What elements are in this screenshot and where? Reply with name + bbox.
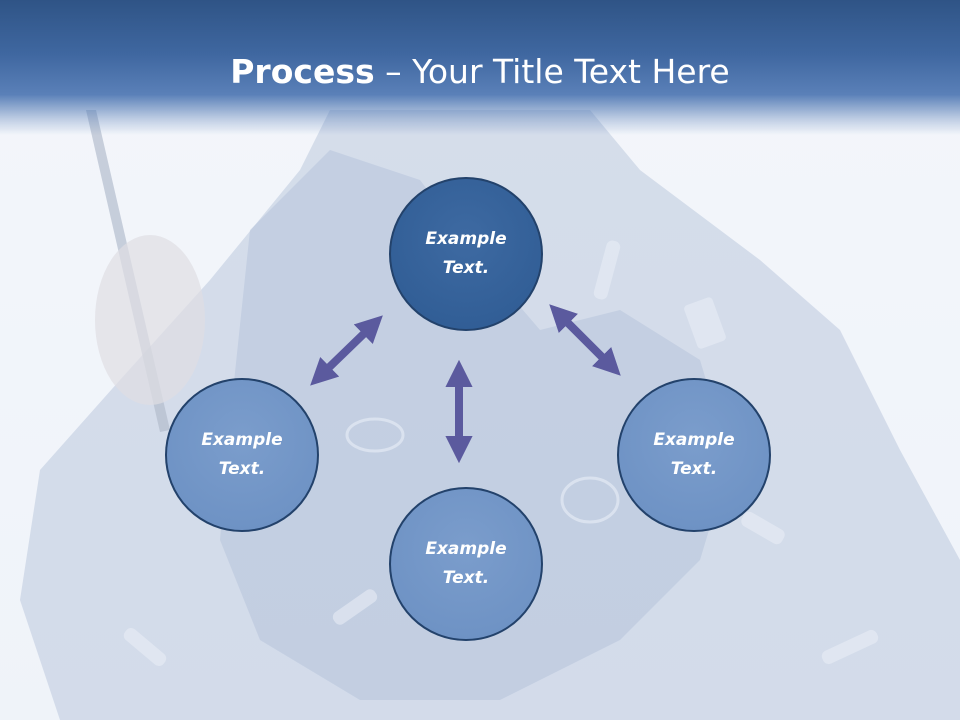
title-rest: Your Title Text Here bbox=[412, 52, 730, 91]
node-text: Example Text. bbox=[653, 430, 735, 479]
arrow-top-right bbox=[549, 304, 621, 376]
node-text: Example Text. bbox=[425, 539, 507, 588]
process-node-left[interactable]: Example Text. bbox=[165, 378, 319, 532]
process-node-right[interactable]: Example Text. bbox=[617, 378, 771, 532]
arrow-top-left bbox=[310, 315, 383, 386]
process-node-bottom[interactable]: Example Text. bbox=[389, 487, 543, 641]
title-bold: Process bbox=[230, 52, 375, 91]
node-text: Example Text. bbox=[201, 430, 283, 479]
title-bar bbox=[0, 0, 960, 135]
title-dash: – bbox=[374, 52, 413, 91]
slide-title[interactable]: Process – Your Title Text Here bbox=[0, 52, 960, 91]
node-text: Example Text. bbox=[425, 229, 507, 278]
process-node-top[interactable]: Example Text. bbox=[389, 177, 543, 331]
